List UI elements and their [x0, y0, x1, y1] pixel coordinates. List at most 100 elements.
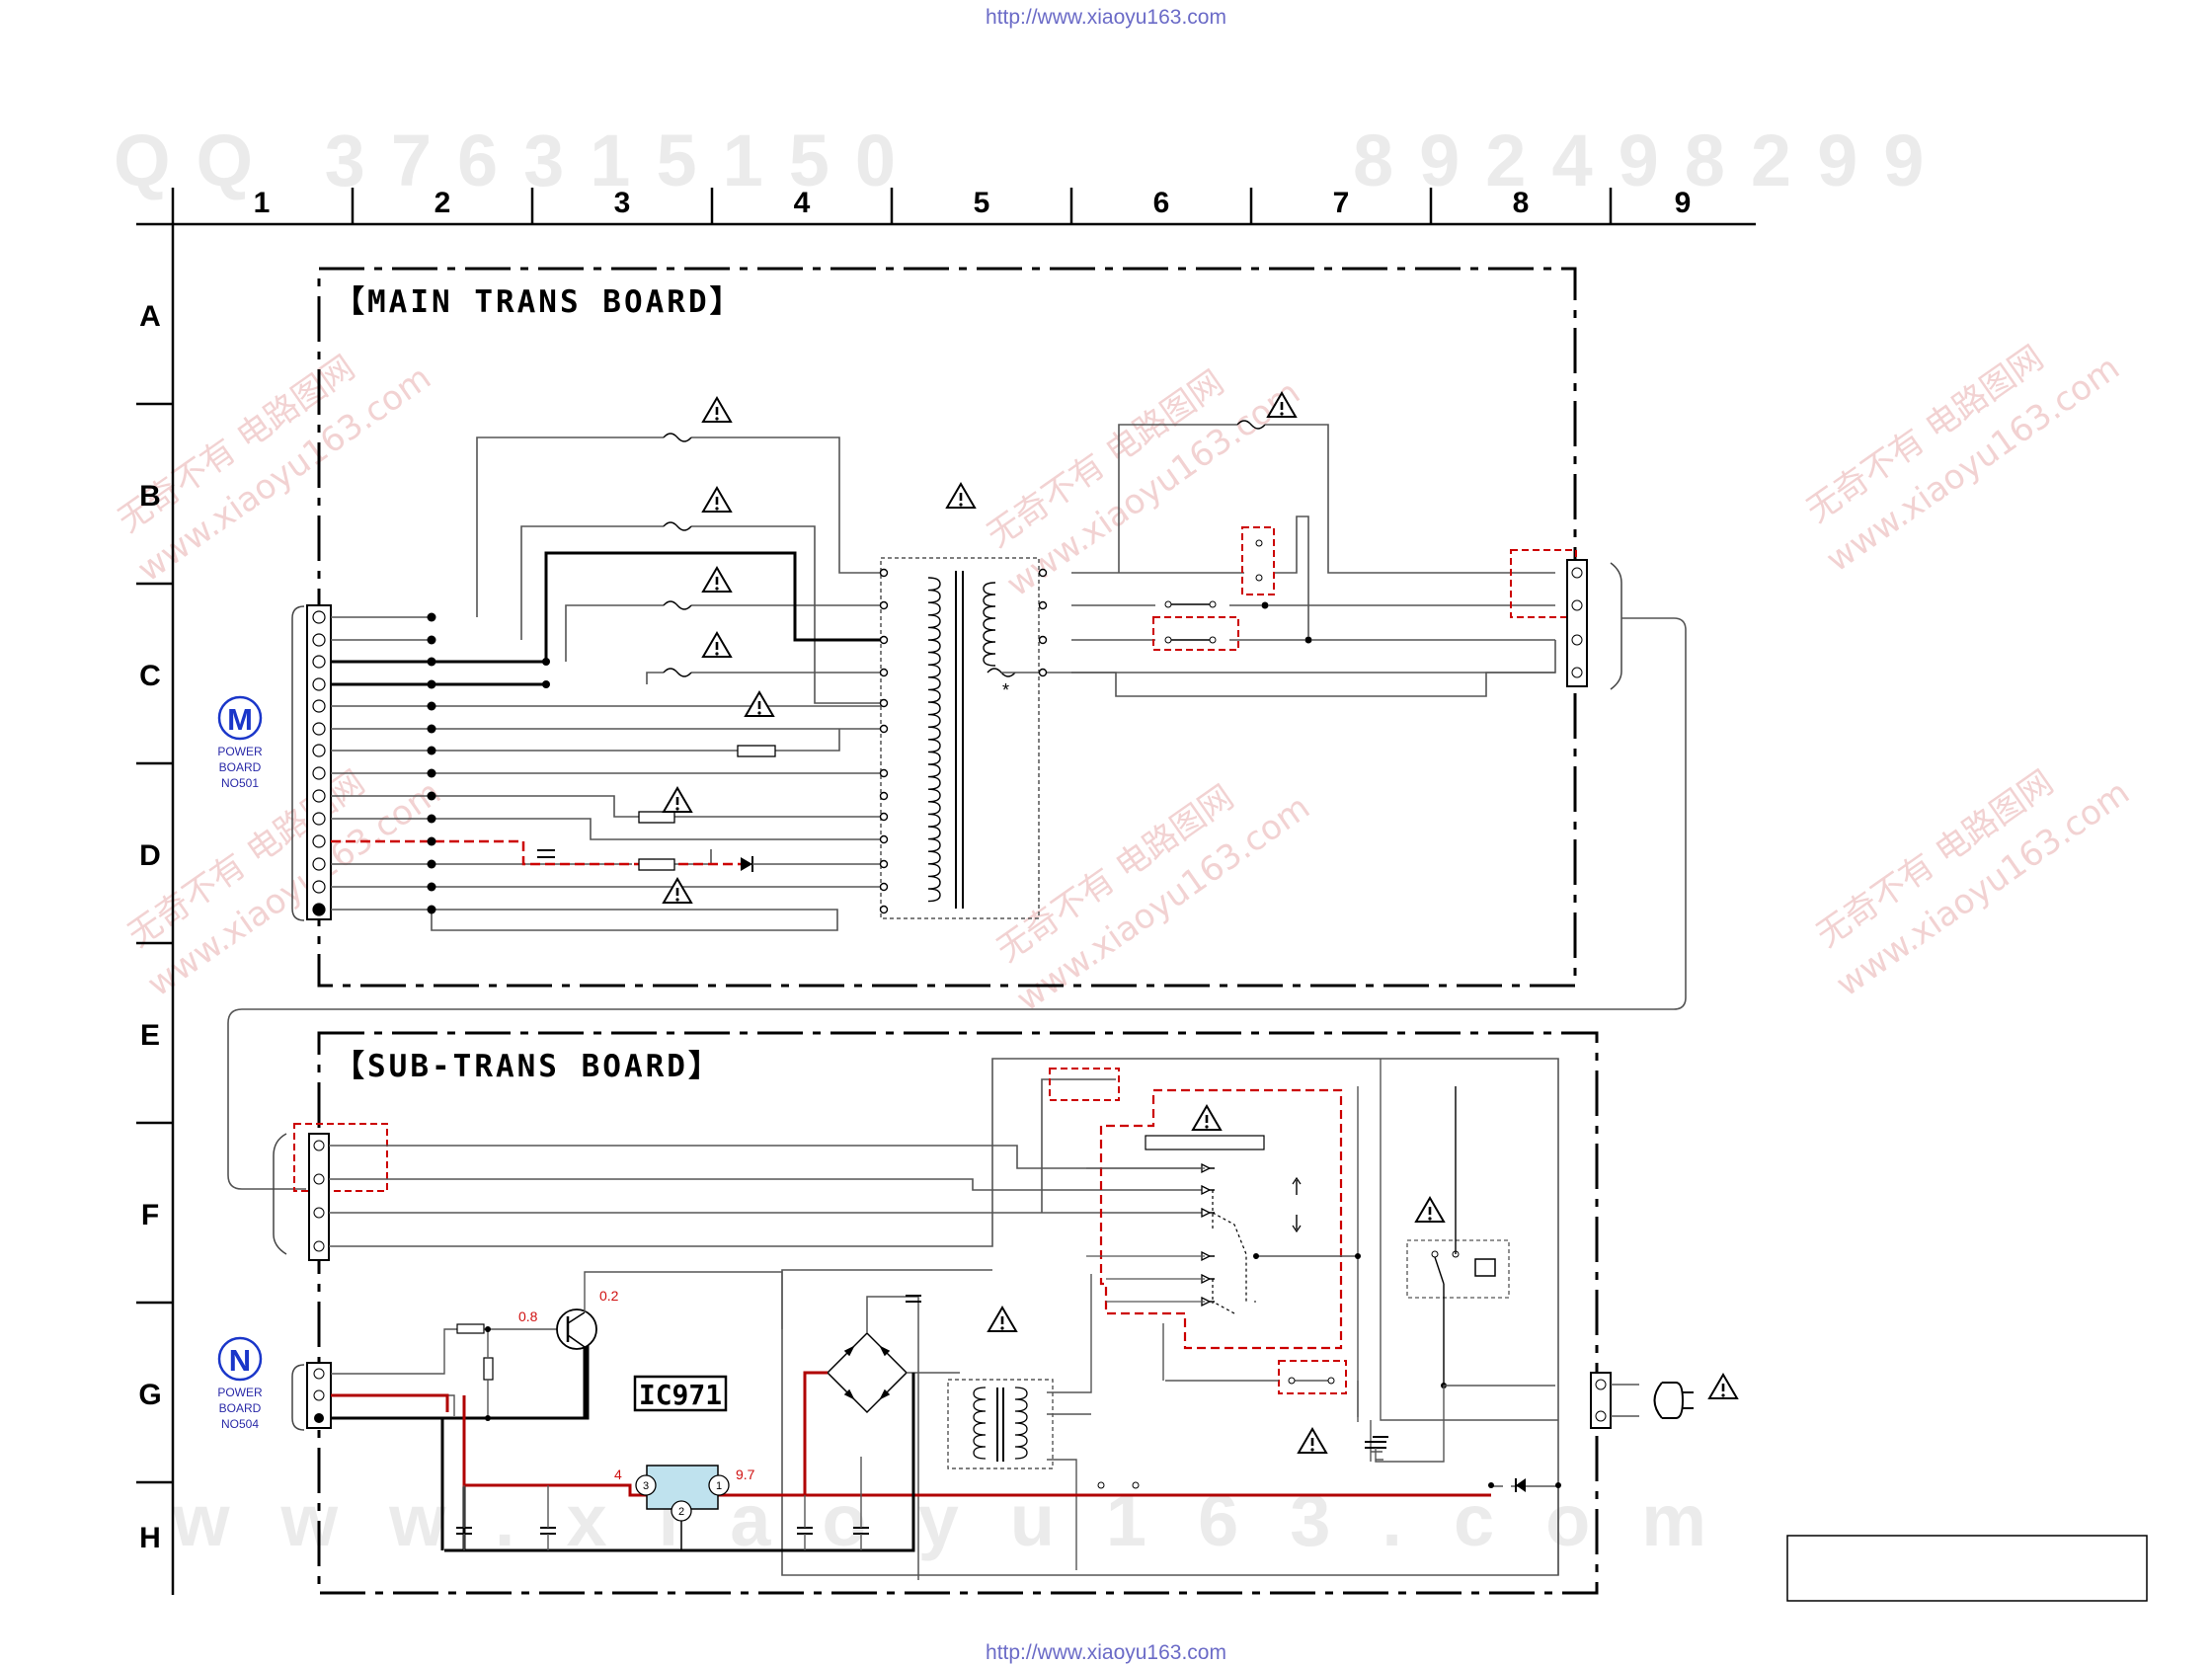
transformer-star-mark: *	[1002, 680, 1009, 700]
transistor-q: 0.8 0.2	[456, 1271, 783, 1421]
ic971-label: IC971	[639, 1379, 722, 1411]
connector-pin	[312, 857, 326, 871]
ic971-pin-in: 3	[643, 1480, 649, 1492]
warning-triangle-icon	[701, 486, 733, 513]
header-url[interactable]: http://www.xiaoyu163.com	[986, 6, 1226, 29]
connector-main-pins	[312, 610, 326, 916]
grid-col-label: 9	[1675, 187, 1692, 219]
transformer-tap	[879, 698, 889, 708]
warning-triangle-icon	[1414, 1196, 1446, 1223]
main-board-title: 【MAIN TRANS BOARD】	[334, 284, 744, 320]
connector-main-line2: BOARD	[219, 760, 262, 774]
warning-icons	[662, 391, 1298, 904]
sub-filter-wires	[463, 1457, 862, 1550]
voltage-ic-out: 9.7	[736, 1467, 755, 1482]
connector-sub-line1: POWER	[217, 1386, 263, 1399]
warning-triangle-icon	[945, 482, 977, 509]
grid-frame	[136, 188, 1756, 1595]
junction-dot	[427, 791, 436, 801]
junction-dot	[427, 814, 436, 824]
transformer-winding	[973, 1387, 987, 1460]
connector-pin	[312, 722, 326, 736]
relay-contacts	[1152, 526, 1311, 651]
grid-row-label: B	[139, 480, 161, 513]
connector-sub-letter: N	[229, 1343, 251, 1378]
power-board-marker-main: M POWER BOARD NO501	[217, 695, 263, 790]
junction-dot	[427, 701, 436, 711]
voltage-selector	[1049, 1068, 1361, 1417]
warning-triangle-icon	[1707, 1373, 1739, 1399]
connector-pin	[312, 610, 326, 624]
junction-dot	[427, 679, 436, 689]
connector-pin	[312, 789, 326, 803]
junction-dot	[427, 635, 436, 645]
warning-triangle-icon	[1297, 1427, 1328, 1454]
connector-pin	[312, 699, 326, 713]
sub-red-feed	[803, 1371, 828, 1495]
transformer-main: *	[879, 557, 1048, 919]
connector-pin	[312, 834, 326, 848]
sub-board-title: 【SUB-TRANS BOARD】	[334, 1049, 722, 1084]
grid-row-label: F	[141, 1199, 159, 1231]
connector-sub-power	[291, 1328, 915, 1552]
grid-col-label: 6	[1153, 187, 1170, 219]
transformer-tap	[879, 668, 889, 677]
main-heavy-wires	[331, 551, 881, 686]
connector-sub-input	[273, 1123, 388, 1261]
transformer-winding	[983, 582, 996, 667]
watermark-site-bottom: www.xiaoyu163.com	[172, 1479, 1758, 1561]
connector-pin	[312, 744, 326, 757]
transformer-tap	[879, 905, 889, 914]
main-red-wire	[331, 839, 741, 866]
warning-triangle-icon	[1266, 391, 1298, 418]
warning-triangle-icon	[662, 786, 693, 813]
grid-row-label: C	[139, 660, 161, 692]
footer-url[interactable]: http://www.xiaoyu163.com	[986, 1641, 1226, 1664]
ac-plug	[1590, 1372, 1694, 1429]
connector-pin	[312, 880, 326, 894]
connector-main-line3: NO501	[221, 776, 259, 790]
connector-sub-line2: BOARD	[219, 1401, 262, 1415]
connector-pin	[312, 655, 326, 669]
transformer-winding	[927, 577, 941, 903]
connector-pin	[312, 766, 326, 780]
resistor-symbols	[638, 745, 776, 871]
transformer-tap	[879, 600, 889, 610]
connector-pin	[312, 812, 326, 826]
relay-sub	[1380, 1059, 1558, 1421]
transformer-winding	[1014, 1387, 1028, 1460]
ac-switch-contacts	[1162, 1323, 1555, 1463]
main-junctions	[427, 601, 1312, 914]
transformer-sub	[923, 1274, 1092, 1570]
main-trans-board: 【MAIN TRANS BOARD】	[217, 267, 1622, 988]
diode-symbol	[741, 856, 881, 872]
capacitor-symbol	[537, 849, 555, 858]
connector-main-letter: M	[227, 702, 253, 737]
warning-triangle-icon	[701, 566, 733, 593]
transformer-tap	[879, 568, 889, 578]
connector-pin	[312, 903, 326, 916]
transformer-tap	[879, 635, 889, 645]
warning-triangle-icon	[744, 690, 775, 717]
transformer-tap	[879, 812, 889, 822]
junction-dot	[427, 768, 436, 778]
transformer-tap	[879, 882, 889, 892]
transformer-tap	[1038, 635, 1048, 645]
transformer-tap	[1038, 668, 1048, 677]
junction-dot	[427, 836, 436, 846]
grid-col-label: 5	[974, 187, 990, 219]
ic971: IC971 3 1 2 4 9.7	[614, 1375, 755, 1550]
power-board-marker-sub: N POWER BOARD NO504	[217, 1336, 263, 1431]
ic971-pin-out: 1	[716, 1480, 722, 1492]
transformer-tap	[1038, 600, 1048, 610]
fuse-wires	[1001, 424, 1556, 697]
grid-row-label: E	[140, 1019, 160, 1052]
inter-board-cable	[227, 617, 1687, 1190]
sub-trans-board: 【SUB-TRANS BOARD】	[217, 1031, 1739, 1595]
warning-triangle-icon	[701, 396, 733, 423]
junction-dot	[542, 658, 550, 666]
junction-dot	[427, 612, 436, 622]
transformer-tap	[1038, 568, 1048, 578]
warning-triangle-icon	[987, 1306, 1018, 1332]
grid-row-label: D	[139, 839, 161, 872]
